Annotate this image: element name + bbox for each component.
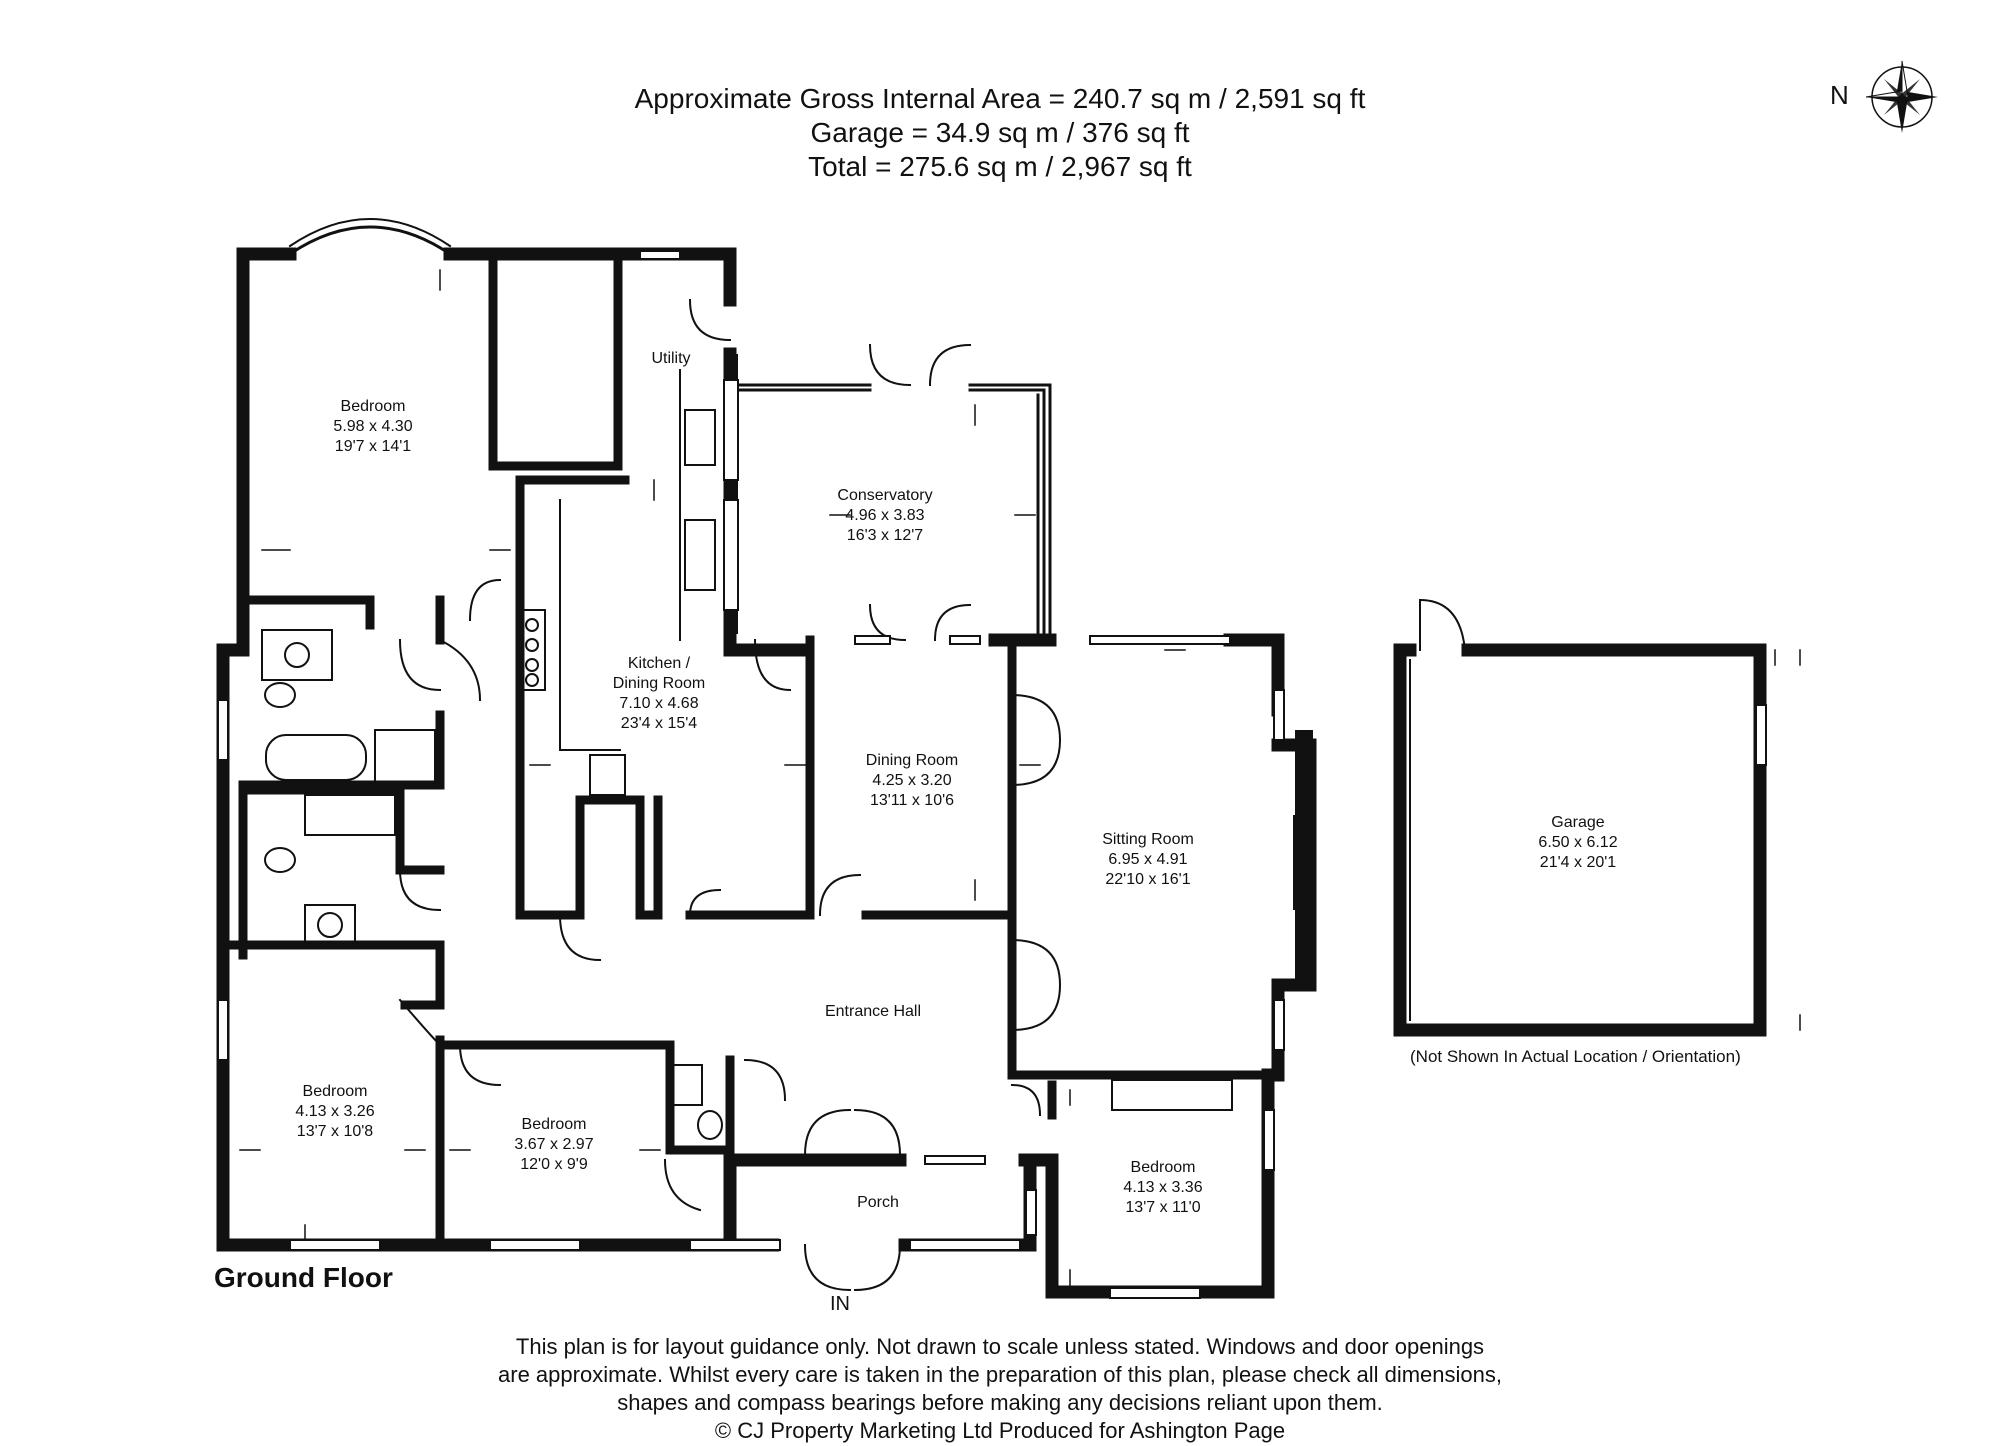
room-name: Bedroom [302,1083,368,1100]
room-name-line-2: Dining Room [612,675,706,692]
room-sitting: Sitting Room 6.95 x 4.91 22'10 x 16'1 [1102,830,1194,890]
room-name-line-1: Kitchen / [627,655,691,672]
room-bedroom-2: Bedroom 4.13 x 3.26 13'7 x 10'8 [295,1082,374,1142]
room-conservatory: Conservatory 4.96 x 3.83 16'3 x 12'7 [837,486,932,546]
floor-label: Ground Floor [214,1262,393,1293]
room-metric: 6.95 x 4.91 [1108,851,1188,868]
area-line-2: Garage = 34.9 sq m / 376 sq ft [810,117,1190,148]
room-imperial: 22'10 x 16'1 [1105,871,1191,888]
room-name: Bedroom [521,1116,587,1133]
room-name: Porch [857,1194,899,1211]
room-imperial: 21'4 x 20'1 [1539,854,1617,871]
bay-window [287,225,453,257]
room-garage: Garage 6.50 x 6.12 21'4 x 20'1 [1538,813,1617,873]
room-imperial: 13'11 x 10'6 [869,792,955,809]
room-imperial: 23'4 x 15'4 [620,715,698,732]
room-name: Garage [1551,814,1605,831]
room-metric: 6.50 x 6.12 [1538,834,1618,851]
conservatory-walls [728,383,1052,642]
room-metric: 4.25 x 3.20 [872,772,952,789]
door-swings [398,298,1062,1292]
room-metric: 4.13 x 3.26 [295,1103,375,1120]
room-name: Sitting Room [1102,831,1194,848]
room-name: Bedroom [340,398,406,415]
room-name: Conservatory [837,487,933,504]
disclaimer-line-1: This plan is for layout guidance only. N… [515,1334,1485,1359]
room-imperial: 12'0 x 9'9 [520,1156,588,1173]
north-label: N [1830,80,1849,110]
disclaimer-line-4: © CJ Property Marketing Ltd Produced for… [714,1418,1286,1443]
room-imperial: 13'7 x 11'0 [1125,1199,1201,1216]
room-porch: Porch [857,1193,899,1213]
garage-note: (Not Shown In Actual Location / Orientat… [1410,1047,1741,1066]
room-imperial: 16'3 x 12'7 [846,527,924,544]
area-line-1: Approximate Gross Internal Area = 240.7 … [634,83,1366,114]
garage-walls [1393,643,1767,1037]
dimension-ticks [239,269,1801,1286]
room-imperial: 13'7 x 10'8 [296,1123,374,1140]
disclaimer-line-3: shapes and compass bearings before makin… [617,1390,1383,1415]
disclaimer-line-2: are approximate. Whilst every care is ta… [498,1362,1502,1387]
room-metric: 5.98 x 4.30 [333,418,413,435]
room-name: Dining Room [865,752,959,769]
fixtures [261,369,1233,1140]
room-metric: 7.10 x 4.68 [619,695,699,712]
room-bedroom-3: Bedroom 3.67 x 2.97 12'0 x 9'9 [514,1115,593,1175]
entry-label: IN [830,1293,850,1315]
room-imperial: 19'7 x 14'1 [334,438,412,455]
room-dining: Dining Room 4.25 x 3.20 13'11 x 10'6 [866,751,958,811]
disclaimer: This plan is for layout guidance only. N… [0,1333,2000,1445]
room-name: Entrance Hall [824,1003,922,1020]
windows [217,250,1767,1299]
room-kitchen-dining: Kitchen / Dining Room 7.10 x 4.68 23'4 x… [613,654,705,734]
room-metric: 4.13 x 3.36 [1123,1179,1203,1196]
room-metric: 4.96 x 3.83 [845,507,925,524]
room-utility: Utility [651,349,690,369]
room-name: Utility [651,350,691,367]
area-line-3: Total = 275.6 sq m / 2,967 sq ft [808,151,1192,182]
room-bedroom-4: Bedroom 4.13 x 3.36 13'7 x 11'0 [1123,1158,1202,1218]
room-name: Bedroom [1130,1159,1196,1176]
room-entrance-hall: Entrance Hall [825,1002,921,1022]
compass-rose-icon [1865,60,1938,133]
room-bedroom-1: Bedroom 5.98 x 4.30 19'7 x 14'1 [333,397,412,457]
room-metric: 3.67 x 2.97 [514,1136,594,1153]
